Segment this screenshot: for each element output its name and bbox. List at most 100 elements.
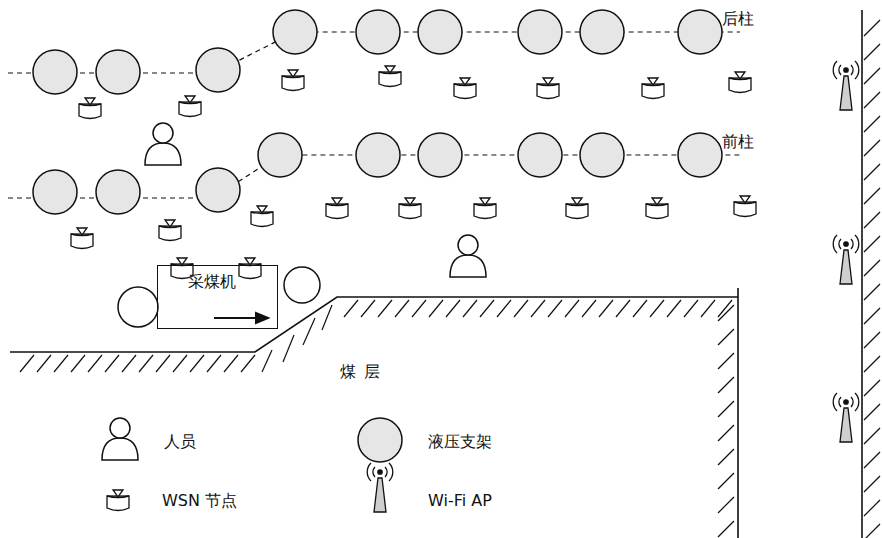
ap-wave — [851, 65, 853, 75]
wsn-body — [729, 78, 751, 93]
arrow-shaft — [214, 317, 258, 319]
ap-wave — [839, 239, 841, 249]
person-icon — [102, 418, 138, 460]
hatch-stroke — [718, 305, 734, 321]
region-label: 前柱 — [722, 132, 754, 151]
wsn-node — [179, 96, 201, 117]
ap-mast — [840, 250, 852, 284]
wsn-body — [251, 212, 273, 227]
wsn-node — [537, 78, 559, 99]
wsn-node — [646, 198, 668, 219]
ap-wave — [833, 393, 837, 411]
ap-wave — [855, 393, 859, 411]
hatch-stroke — [156, 355, 170, 372]
hatch-stroke — [718, 449, 734, 465]
hydraulic-support — [418, 10, 462, 54]
arrow-head — [256, 313, 268, 323]
wsn-antenna — [113, 490, 123, 497]
shearer-drum — [118, 287, 158, 327]
hatch-stroke — [864, 140, 880, 156]
hatch-stroke — [864, 44, 880, 60]
coal-seam-outline — [10, 10, 862, 538]
person-icon — [450, 235, 486, 277]
ap-wave — [833, 61, 837, 79]
wsn-body — [239, 264, 261, 279]
wsn-antenna — [460, 78, 470, 85]
hatch-stroke — [864, 260, 880, 276]
hatch-stroke — [864, 116, 880, 132]
wsn-body — [179, 102, 201, 117]
hatch-stroke — [20, 355, 34, 372]
hatch-stroke — [224, 355, 238, 372]
hydraulic-support — [196, 168, 240, 212]
hydraulic-support — [258, 133, 302, 177]
person-body — [145, 143, 181, 165]
legend-label: 液压支架 — [428, 432, 492, 451]
ap-wave — [367, 463, 371, 481]
hatch-stroke — [582, 300, 596, 317]
legend-label: WSN 节点 — [162, 491, 237, 510]
wsn-node — [642, 78, 664, 99]
ap-wave — [855, 61, 859, 79]
hatch-stroke — [864, 524, 880, 538]
wsn-antenna — [405, 198, 415, 205]
hatch-stroke — [718, 377, 734, 393]
hatch-stroke — [497, 300, 511, 317]
wsn-antenna — [165, 220, 175, 227]
hydraulic-support — [33, 170, 77, 214]
wifi-aps — [367, 61, 859, 512]
hatch-stroke — [864, 500, 880, 516]
hatch-stroke — [701, 300, 715, 317]
wsn-node — [399, 198, 421, 219]
hatch-stroke — [303, 318, 315, 345]
person-body — [450, 255, 486, 277]
wsn-antenna — [480, 198, 490, 205]
hatch-stroke — [241, 355, 255, 372]
hatch-stroke — [190, 355, 204, 372]
hydraulic-support — [33, 50, 77, 94]
hatch-stroke — [599, 300, 613, 317]
hydraulic-support — [418, 133, 462, 177]
shearer-drum — [284, 267, 320, 303]
hatch-stroke — [565, 300, 579, 317]
hatch-stroke — [864, 20, 880, 36]
wsn-node — [282, 70, 304, 91]
hatch-stroke — [718, 497, 734, 513]
wsn-body — [642, 84, 664, 99]
wsn-body — [454, 84, 476, 99]
hatch-stroke — [864, 308, 880, 324]
roadway-wall — [861, 10, 863, 538]
hydraulic-support — [678, 10, 722, 54]
hatch-stroke — [718, 353, 734, 369]
hatch-stroke — [616, 300, 630, 317]
hatch-stroke — [548, 300, 562, 317]
hatch-stroke — [122, 355, 136, 372]
wsn-node — [239, 258, 261, 279]
hatch-stroke — [37, 355, 51, 372]
hatch-stroke — [463, 300, 477, 317]
wifi-ap — [833, 61, 859, 110]
person-head — [458, 235, 478, 255]
hatch-stroke — [173, 355, 187, 372]
hatch-stroke — [378, 300, 392, 317]
hatch-stroke — [864, 476, 880, 492]
ap-wave — [851, 239, 853, 249]
hatch-stroke — [54, 355, 68, 372]
hydraulic-support — [678, 133, 722, 177]
ap-wave — [373, 467, 375, 477]
ap-wave — [851, 397, 853, 407]
ap-mast — [840, 76, 852, 110]
ap-wave — [839, 397, 841, 407]
wsn-body — [107, 496, 129, 511]
wsn-node — [474, 198, 496, 219]
wsn-antenna — [85, 98, 95, 105]
wsn-body — [379, 72, 401, 87]
shearer-box: 采煤机 — [157, 265, 278, 329]
person-head — [153, 123, 173, 143]
hatch-stroke — [864, 212, 880, 228]
hatch-stroke — [864, 92, 880, 108]
people — [102, 123, 486, 460]
hatch-stroke — [633, 300, 647, 317]
hatch-stroke — [344, 300, 358, 317]
wsn-body — [282, 76, 304, 91]
